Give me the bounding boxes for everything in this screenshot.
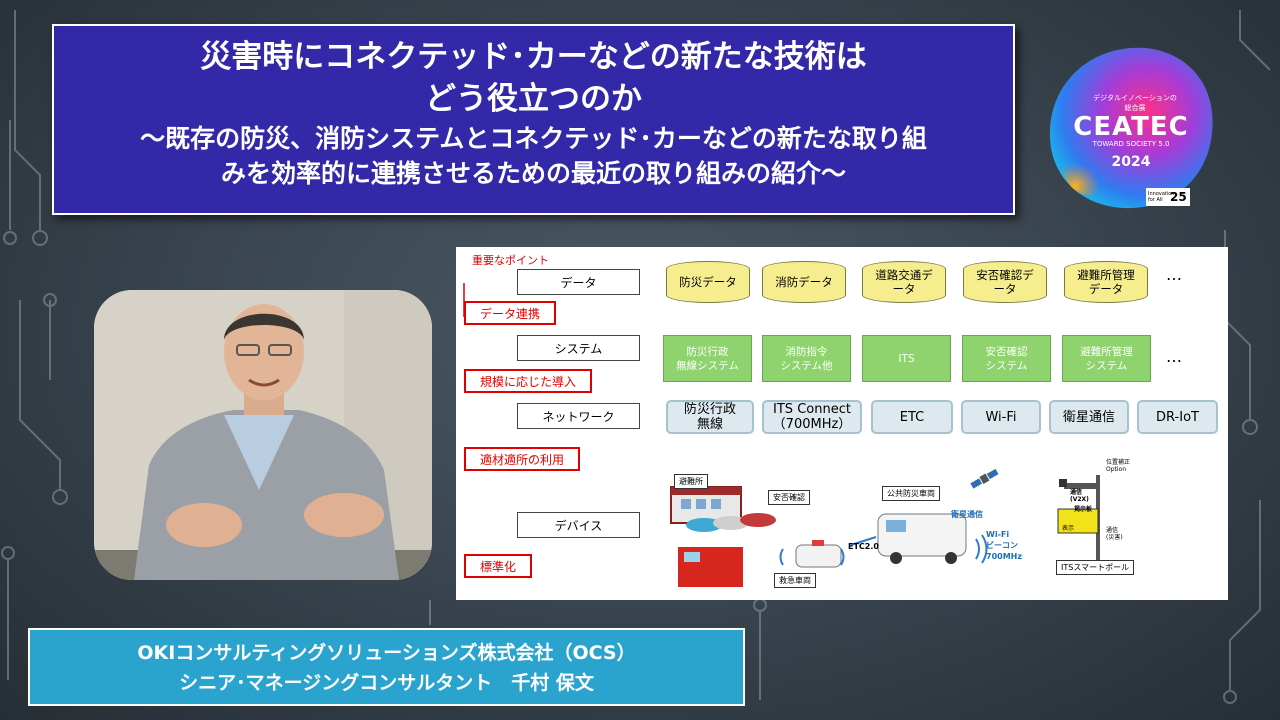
data-item-traffic: 道路交通デ ータ xyxy=(862,261,946,303)
system-item-shelter: 避難所管理 システム xyxy=(1062,335,1151,382)
subtitle-line-1: ～既存の防災、消防システムとコネクテッド･カーなどの新たな取り組 xyxy=(140,124,927,153)
device-label-shelter: 避難所 xyxy=(674,474,708,489)
logo-tagline: TOWARD SOCIETY 5.0 xyxy=(1092,140,1170,148)
network-item-etc: ETC xyxy=(871,400,953,434)
device-label-pole-sign: 掲示板 xyxy=(1074,506,1093,513)
system-item-its: ITS xyxy=(862,335,951,382)
device-label-safety: 安否確認 xyxy=(768,490,810,505)
diagram-connectors xyxy=(463,283,1100,587)
device-label-pole-disaster-comm: 通信 (災害) xyxy=(1106,527,1123,541)
layer-device: デバイス xyxy=(517,512,640,538)
data-ellipsis: … xyxy=(1166,265,1182,284)
system-ellipsis: … xyxy=(1166,347,1182,366)
device-label-pole-display: 表示 xyxy=(1062,525,1075,532)
badge-number: 25 xyxy=(1170,190,1187,204)
speaker-illustration xyxy=(94,290,432,580)
data-item-safety: 安否確認デ ータ xyxy=(963,261,1047,303)
logo-wordmark: CEATEC xyxy=(1073,112,1189,142)
callout-standardization: 標準化 xyxy=(464,554,533,578)
network-item-dr-iot: DR-IoT xyxy=(1137,400,1218,434)
speaker-name-banner: OKIコンサルティングソリューションズ株式会社（OCS） シニア･マネージングコ… xyxy=(28,628,745,706)
layer-network: ネットワーク xyxy=(517,403,640,429)
ceatec-logo-blob xyxy=(1049,47,1213,209)
system-item-safety: 安否確認 システム xyxy=(962,335,1051,382)
data-item-fire: 消防データ xyxy=(762,261,846,303)
callout-data-integration: データ連携 xyxy=(464,301,557,325)
title-line-2: どう役立つのか xyxy=(425,81,642,117)
data-item-shelter: 避難所管理 データ xyxy=(1064,261,1148,303)
system-item-disaster-radio: 防災行政 無線システム xyxy=(663,335,752,382)
network-item-disaster-radio: 防災行政 無線 xyxy=(666,400,754,434)
callout-right-place: 適材適所の利用 xyxy=(464,447,581,471)
speaker-company: OKIコンサルティングソリューションズ株式会社（OCS） xyxy=(137,642,636,664)
title-line-1: 災害時にコネクテッド･カーなどの新たな技術は xyxy=(200,39,867,75)
title-banner: 災害時にコネクテッド･カーなどの新たな技術は どう役立つのか ～既存の防災、消防… xyxy=(52,24,1015,215)
subtitle-line-2: みを効率的に連携させるための最近の取り組みの紹介～ xyxy=(220,159,846,188)
layer-system: システム xyxy=(517,335,640,361)
architecture-diagram: 重要なポイント データ システム ネットワーク デバイス データ連携 規模に応じ… xyxy=(456,247,1228,600)
network-item-its-connect: ITS Connect （700MHz） xyxy=(762,400,862,434)
innovation-badge: Innovation for All 25 xyxy=(1146,188,1190,206)
key-points-title: 重要なポイント xyxy=(472,254,549,267)
device-label-ambulance: 救急車両 xyxy=(774,573,816,588)
badge-text: Innovation for All xyxy=(1148,191,1175,203)
device-label-satellite: 衛星通信 xyxy=(951,510,983,519)
logo-small-caption: デジタルイノベーションの総合展 xyxy=(1093,94,1177,112)
data-item-disaster: 防災データ xyxy=(666,261,750,303)
device-label-its-smart-pole: ITSスマートポール xyxy=(1056,560,1135,575)
system-item-fire-command: 消防指令 システム他 xyxy=(762,335,851,382)
device-label-pole-v2x: 通信 (V2X) xyxy=(1070,489,1089,503)
device-label-pole-position: 位置補正 Option xyxy=(1106,459,1131,473)
network-item-wifi: Wi-Fi xyxy=(961,400,1041,434)
speaker-photo xyxy=(94,290,432,580)
device-label-wifi-beacon: Wi-Fi ビーコン 700MHz xyxy=(986,530,1023,561)
device-label-etc: ETC2.0 xyxy=(848,542,879,551)
speaker-title-name: シニア･マネージングコンサルタント 千村 保文 xyxy=(179,672,594,694)
logo-year: 2024 xyxy=(1111,154,1151,170)
device-label-public-vehicle: 公共防災車両 xyxy=(882,486,940,501)
network-item-satellite: 衛星通信 xyxy=(1049,400,1129,434)
callout-scaled-deployment: 規模に応じた導入 xyxy=(464,369,593,393)
layer-data: データ xyxy=(517,269,640,295)
